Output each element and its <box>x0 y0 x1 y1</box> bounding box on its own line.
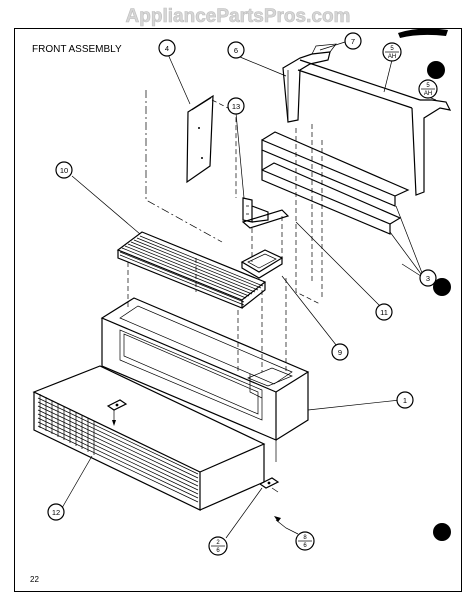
part-top-grille <box>116 231 267 309</box>
svg-text:8: 8 <box>303 535 307 541</box>
screw-hardware-left <box>106 399 128 426</box>
callout-3: 3 <box>419 269 437 287</box>
svg-text:AH: AH <box>424 91 432 97</box>
svg-text:5: 5 <box>390 46 394 52</box>
fraction-callout-bottom-right: 8 6 <box>295 531 315 551</box>
part-front-grille-panel <box>32 365 266 511</box>
svg-text:1: 1 <box>403 396 407 405</box>
callout-12: 12 <box>47 503 65 521</box>
callout-9: 9 <box>331 343 349 361</box>
ink-dot-top-right <box>427 61 445 79</box>
leader-lines <box>61 41 437 539</box>
svg-text:13: 13 <box>232 102 240 111</box>
svg-text:6: 6 <box>234 46 238 55</box>
callout-13: 13 <box>227 97 245 115</box>
part-rails <box>261 131 410 235</box>
ink-dot-middle-right <box>433 278 451 296</box>
svg-text:6: 6 <box>303 543 307 549</box>
part-bracket <box>241 197 290 229</box>
callout-7: 7 <box>344 32 362 50</box>
callout-11: 11 <box>375 303 393 321</box>
svg-text:AH: AH <box>388 54 396 60</box>
svg-text:10: 10 <box>60 166 68 175</box>
callout-10: 10 <box>55 161 73 179</box>
ink-dot-bottom-right <box>433 523 451 541</box>
svg-text:9: 9 <box>338 348 342 357</box>
svg-text:4: 4 <box>165 44 169 53</box>
ink-blot-top <box>398 28 448 38</box>
diagram-title: FRONT ASSEMBLY <box>32 44 122 55</box>
fraction-callout-top: 5 AH <box>382 42 402 62</box>
svg-text:11: 11 <box>380 308 388 317</box>
watermark: AppliancePartsPros.com <box>126 6 351 27</box>
page-number: 22 <box>30 575 39 584</box>
callout-1: 1 <box>396 391 414 409</box>
fraction-callout-right: 5 AH <box>418 79 438 99</box>
svg-text:7: 7 <box>351 37 355 46</box>
svg-text:12: 12 <box>52 508 60 517</box>
callout-4: 4 <box>158 39 176 57</box>
part-side-panel <box>186 94 214 184</box>
part-main-chassis <box>100 297 310 462</box>
svg-text:5: 5 <box>426 83 430 89</box>
screw-hardware-right <box>258 477 280 493</box>
callout-6: 6 <box>227 41 245 59</box>
svg-text:6: 6 <box>216 548 220 554</box>
part-square-frame <box>240 249 284 279</box>
diagram-frame <box>14 28 462 592</box>
part-top-frame <box>282 43 452 196</box>
fraction-callout-bottom-left: 2 6 <box>208 536 228 556</box>
svg-text:2: 2 <box>216 540 220 546</box>
assembly-guide-lines <box>127 90 323 535</box>
svg-text:3: 3 <box>426 274 430 283</box>
